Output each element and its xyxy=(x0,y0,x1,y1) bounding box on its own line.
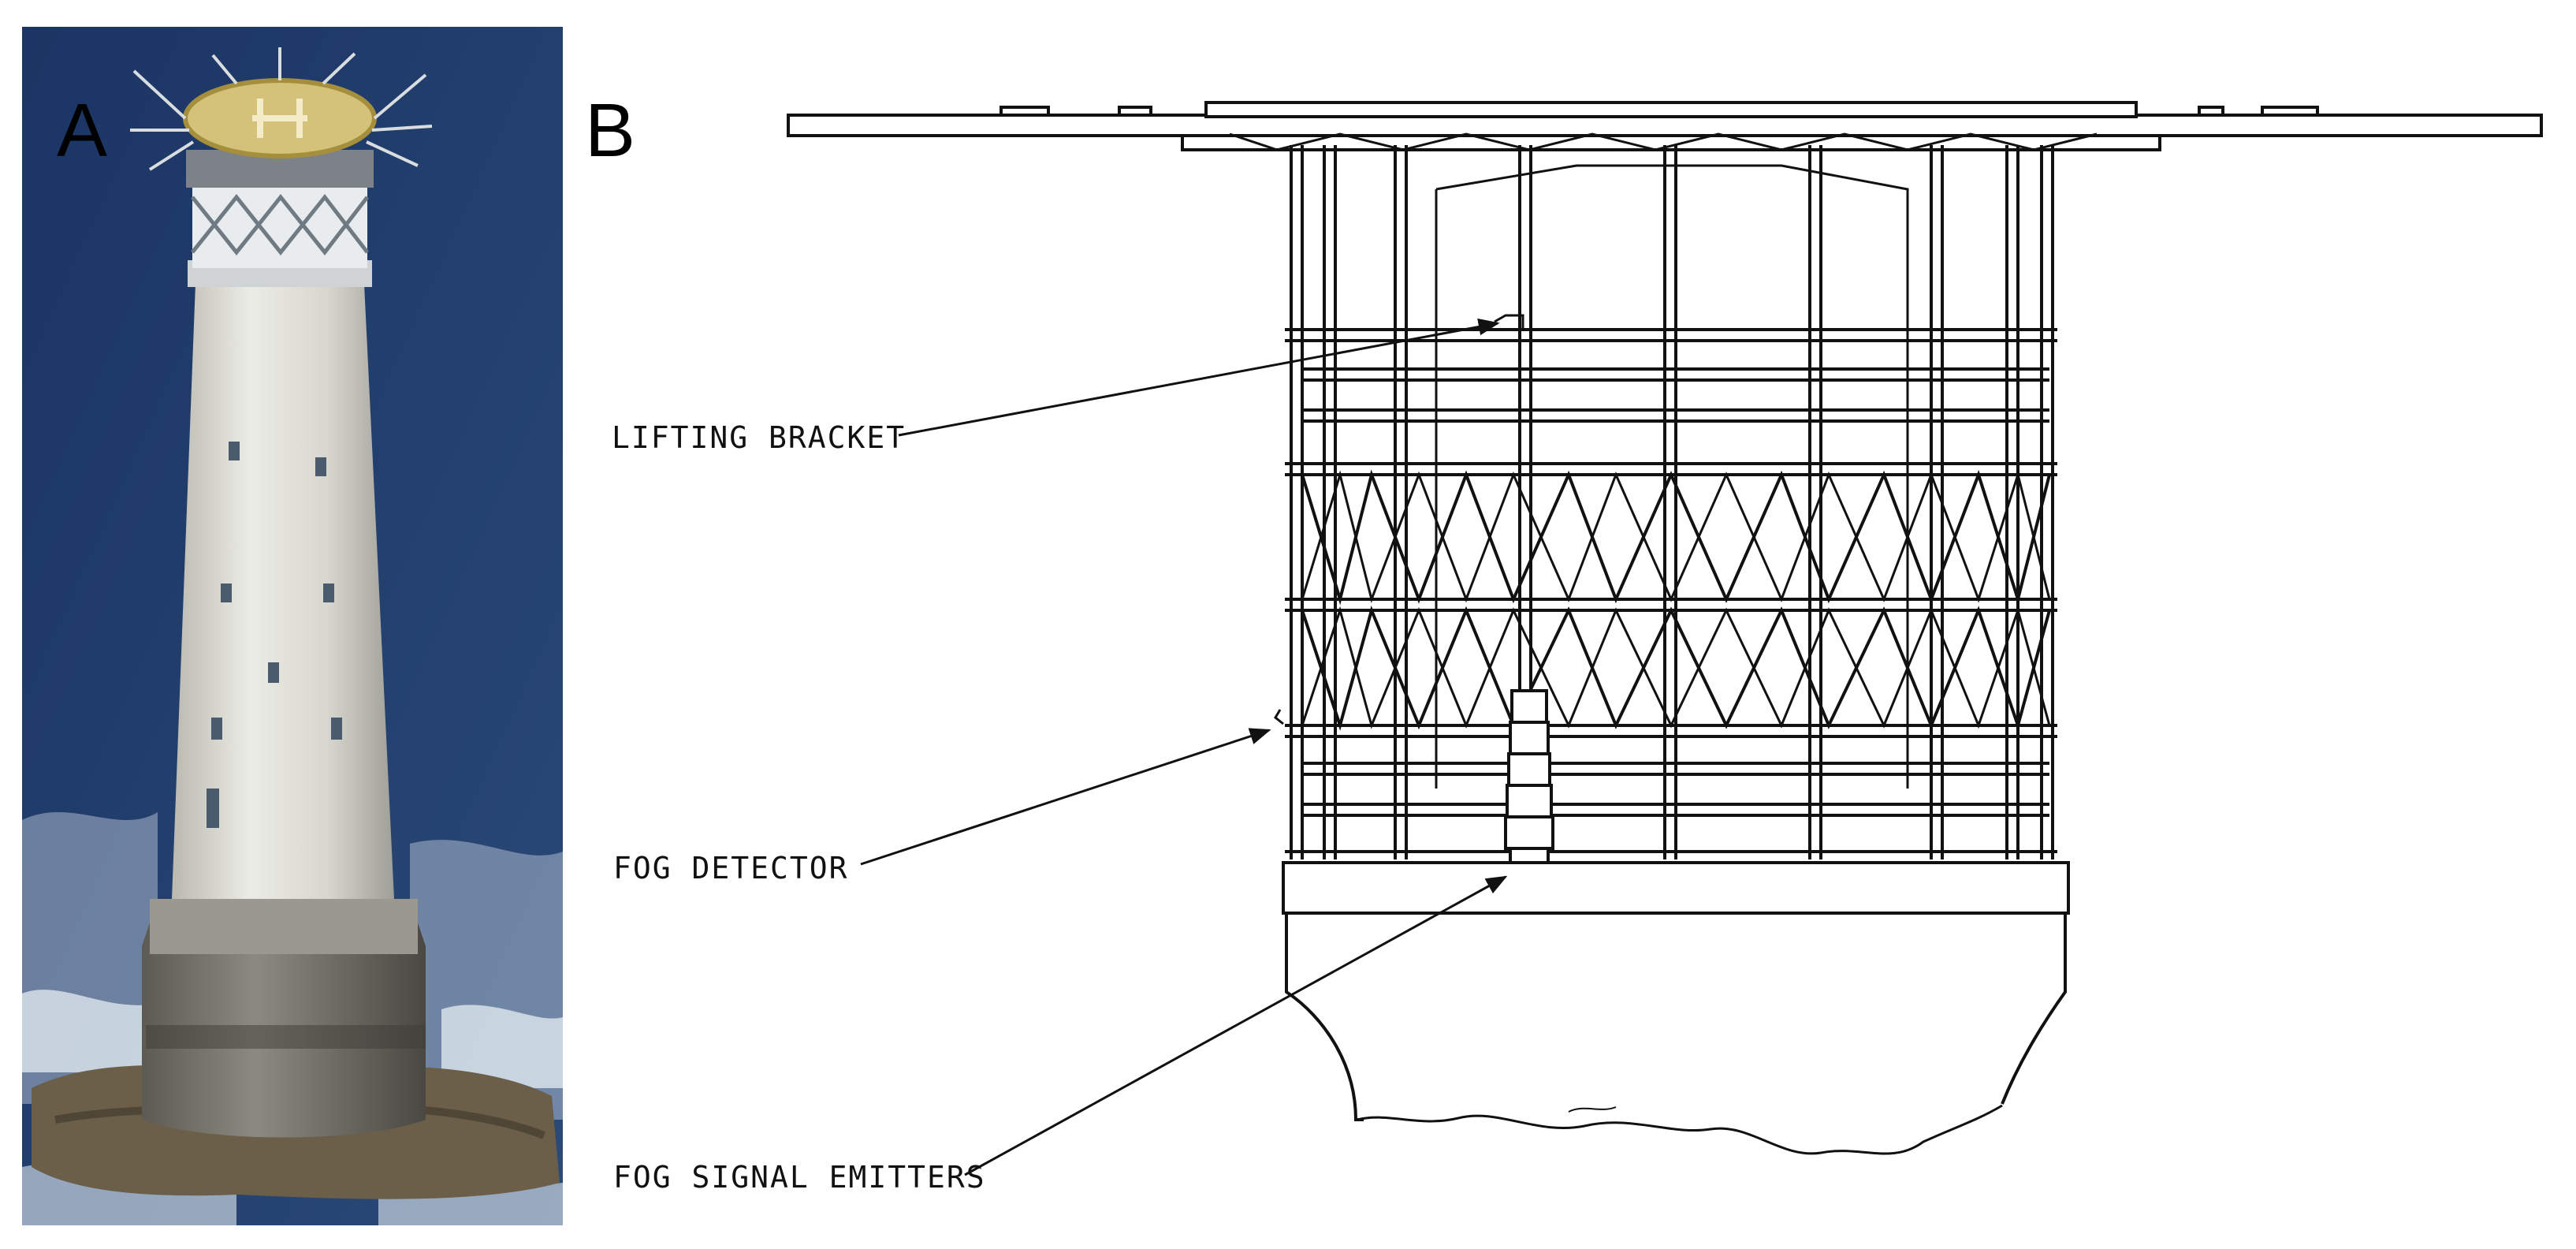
callout-fog-detector: FOG DETECTOR xyxy=(613,851,849,885)
panel-label-a: A xyxy=(57,88,108,173)
callout-fog-signal-emitters: FOG SIGNAL EMITTERS xyxy=(613,1160,986,1195)
callout-lifting-bracket: LIFTING BRACKET xyxy=(612,420,906,455)
structure-drawing xyxy=(787,101,2543,1155)
lighthouse-photo xyxy=(22,27,563,1225)
leader-lifting-bracket xyxy=(898,318,1500,437)
panel-label-b: B xyxy=(585,88,636,173)
leader-fog-detector xyxy=(860,728,1271,866)
callout-leaders xyxy=(860,318,1508,1176)
leader-fog-signal-emitters xyxy=(964,875,1508,1176)
